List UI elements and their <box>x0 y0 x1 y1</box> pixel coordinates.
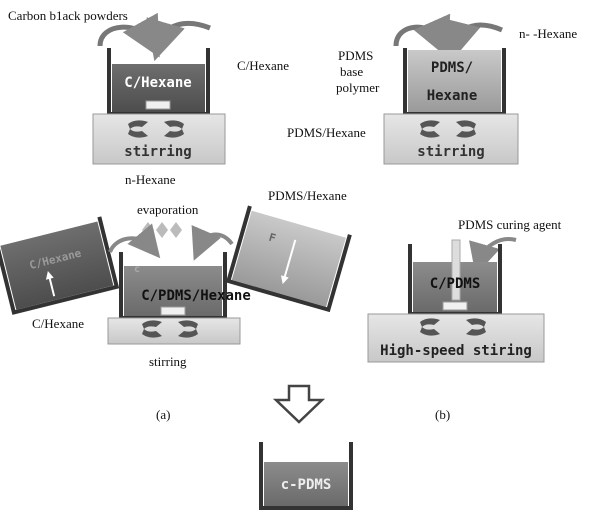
stirrer-plate <box>107 317 241 345</box>
tilted-beaker-c-hexane: C/Hexane <box>0 216 120 315</box>
pour-arrow-icon <box>146 17 211 62</box>
pour-arrow-icon <box>191 224 234 261</box>
pour-arrow-icon <box>441 17 503 62</box>
beaker-label: C/Hexane <box>124 75 191 91</box>
pour-arrow-icon <box>108 223 161 259</box>
beaker-c-pdms: C/PDMS <box>408 239 502 316</box>
beaker-label-line1: PDMS/ <box>431 60 473 76</box>
beaker-label: C/PDMS <box>430 276 481 292</box>
beaker-label-line2: Hexane <box>427 88 478 104</box>
pdms-curing-label: PDMS curing agent <box>458 217 562 232</box>
evaporation-arrows-icon <box>142 222 182 238</box>
c-hexane-left-label: C/Hexane <box>32 316 84 331</box>
n-hexane-top-label: n- -Hexane <box>519 26 577 41</box>
pour-arrow-icon <box>97 12 160 58</box>
tilted-beaker-pdms-hexane: F <box>225 205 352 313</box>
stirring-label: stirring <box>124 144 191 160</box>
evaporation-label: evaporation <box>137 202 199 217</box>
n-hexane-label: n-Hexane <box>125 172 176 187</box>
carbon-black-label: Carbon b1ack powders <box>8 8 128 23</box>
beaker-label: c-PDMS <box>281 477 332 493</box>
stirrer-plate: stirring <box>92 113 226 165</box>
pdms-hexane-tilted-label: PDMS/Hexane <box>268 188 347 203</box>
polymer-label: polymer <box>336 80 380 95</box>
svg-text:c: c <box>134 264 140 275</box>
stirring-label: stirring <box>417 144 484 160</box>
panel-b-label: (b) <box>435 407 450 422</box>
pour-arrow-icon <box>393 13 451 59</box>
c-hexane-right-label: C/Hexane <box>237 58 289 73</box>
svg-text:F: F <box>267 231 277 245</box>
pour-arrow-icon <box>469 237 517 276</box>
pdms-label: PDMS <box>338 48 373 63</box>
beaker-c-hexane: C/Hexane <box>107 48 210 116</box>
stirrer-plate-high-speed: High-speed stiring <box>367 313 545 363</box>
panel-a-label: (a) <box>156 407 170 422</box>
down-arrow-icon <box>272 384 326 424</box>
stirring-label: stirring <box>149 354 187 369</box>
beaker-label: C/PDMS/Hexane <box>141 288 251 304</box>
stirrer-plate: stirring <box>383 113 519 165</box>
high-speed-label: High-speed stiring <box>380 343 532 359</box>
beaker-c-pdms-final: c-PDMS <box>259 442 353 510</box>
base-label: base <box>340 64 363 79</box>
pdms-hexane-left-label: PDMS/Hexane <box>287 125 366 140</box>
beaker-c-pdms-hexane: c C/PDMS/Hexane <box>119 252 251 320</box>
beaker-pdms-hexane: PDMS/ Hexane <box>403 48 506 116</box>
